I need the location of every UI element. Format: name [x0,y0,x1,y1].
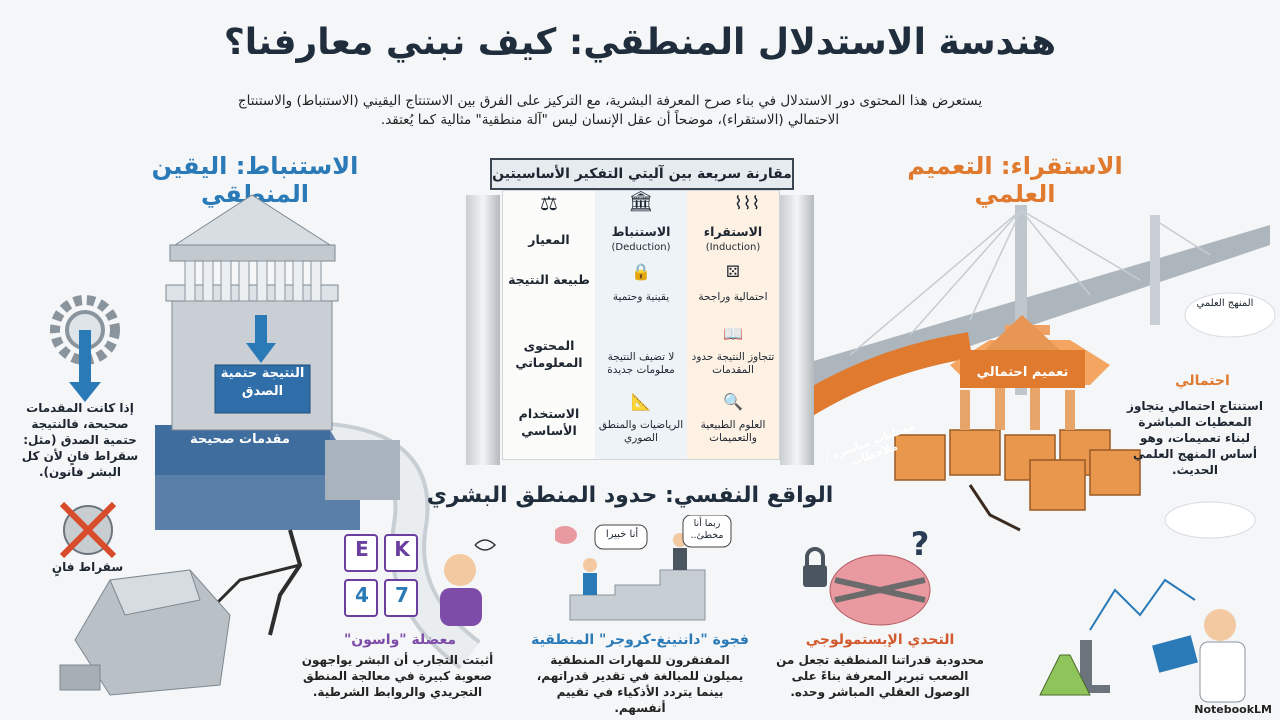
deduction-column [595,191,687,459]
row1-criterion: طبيعة النتيجة [508,272,590,287]
row2-deduction: لا تضيف النتيجة معلومات جديدة [607,351,675,376]
induction-header: الاستقراء [703,224,763,239]
dice-icon: ⚄ [726,262,740,281]
dunning-title: فجوة "داننينغ-كروجر" المنطقية [531,632,749,648]
row3-induction: العلوم الطبيعية والتعميمات [700,419,766,444]
row2-induction: تتجاوز النتيجة حدود المقدمات [691,351,775,376]
induction-header-en: (Induction) [705,242,761,253]
induction-illustration [790,205,1276,539]
comparison-banner: مقارنة سريعة بين آليتي التفكير الأساسيتي… [490,158,794,190]
socrates-crossed-icon [59,501,117,559]
watermark: NotebookLM [1194,703,1272,716]
lock-icon: 🔒 [631,262,651,281]
wason-illustration [344,534,497,626]
card-7: 7 [395,583,409,607]
epistemology-illustration [803,547,931,626]
page-title: هندسة الاستدلال المنطقي: كيف نبني معارفن… [223,22,1057,63]
row1-deduction: يقينية وحتمية [612,291,670,303]
dunning-text: المفتقرون للمهارات المنطقية يميلون للمبا… [536,653,744,715]
psychology-title: الواقع النفسي: حدود المنطق البشري [426,483,834,508]
deduction-title: الاستنباط: اليقين المنطقي [151,152,359,208]
page-subtitle: يستعرض هذا المحتوى دور الاستدلال في بناء… [237,93,983,128]
book-icon: 📖 [723,324,743,343]
conclusion-label: النتيجة حتمية الصدق [220,366,305,399]
induction-title: الاستقراء: التعميم العلمي [907,152,1123,208]
deduction-header: الاستنباط [611,224,671,239]
criteria-column [503,191,595,459]
scientist-illustration [1039,578,1246,703]
deduction-illustration [50,194,480,696]
card-e: E [355,537,369,561]
deduction-note: إذا كانت المقدمات صحيحة، فالنتيجة حتمية … [21,401,139,479]
bubble-expert: أنا خبيرا [605,529,639,540]
wason-title: معضلة "واسون" [343,632,457,648]
gear-icon [50,295,120,402]
generalization-label: تعميم احتمالي [976,365,1069,380]
criterion-header: المعيار [528,232,570,247]
card-k: K [394,537,410,561]
socrates-label: سقراط فانٍ [51,560,124,574]
scientific-method-cloud: المنهج العلمي [1196,298,1254,309]
magnifier-icon: 🔍 [723,392,743,411]
bridge-icon: ⌇⌇⌇ [733,193,761,214]
dunning-illustration [555,515,732,621]
question-mark-icon: ? [910,525,930,563]
deduction-header-en: (Deduction) [611,242,671,253]
column-icon: 🏛 [628,189,654,213]
compass-icon: 📐 [631,392,651,411]
probabilistic-title: احتمالي [1175,373,1230,389]
epistemology-title: التحدي الإبستمولوجي [805,632,955,648]
comparison-table: ⌇⌇⌇ الاستقراء (Induction) 🏛 الاستنباط (D… [502,190,780,460]
row1-induction: احتمالية وراجحة [698,291,768,303]
pillar-left [466,195,500,465]
probabilistic-text: استنتاج احتمالي يتجاوز المعطيات المباشرة… [1127,399,1263,477]
premises-label: مقدمات صحيحة [190,432,290,447]
epistemology-text: محدودية قدراتنا المنطقية تجعل من الصعب ت… [776,653,984,699]
card-4: 4 [355,583,369,607]
wason-text: أثبتت التجارب أن البشر يواجهون صعوبة كبي… [301,653,494,699]
row3-deduction: الرياضيات والمنطق الصوري [598,419,684,444]
pillar-right [780,195,814,465]
scale-icon: ⚖ [540,191,558,215]
row2-criterion: المحتوى المعلوماتي [515,338,583,370]
bubble-maybe-wrong: ربما أنا مخطئ.. [690,518,724,541]
row3-criterion: الاستخدام الأساسي [518,406,580,438]
induction-column [687,191,779,459]
